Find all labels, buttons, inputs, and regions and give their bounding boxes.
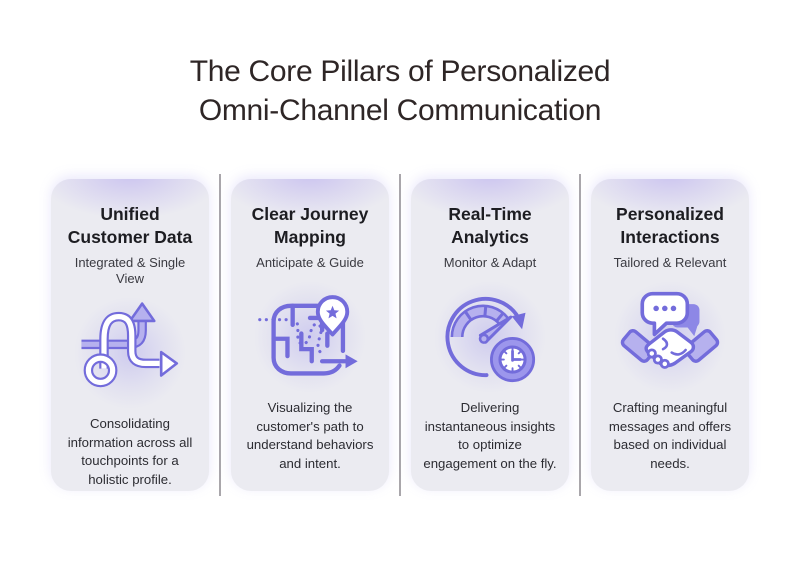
pillar-heading-line: Analytics — [451, 227, 529, 247]
pillar-icon-area — [434, 281, 546, 393]
pillar-cards-row: Unified Customer Data Integrated & Singl… — [0, 174, 800, 496]
pillar-description: Visualizing the customer's path to under… — [246, 400, 374, 471]
page-title-line-1: The Core Pillars of Personalized — [189, 55, 611, 88]
pillar-heading-line: Customer Data — [67, 227, 193, 247]
pillar-subheading: Tailored & Relevant — [613, 255, 727, 270]
pillar-heading: Clear Journey Mapping — [241, 203, 379, 249]
pillar-heading-line: Clear Journey — [251, 204, 369, 224]
speedometer-clock-icon — [445, 296, 536, 383]
pillar-heading-line: Mapping — [274, 227, 346, 247]
pillar-card-real-time-analytics: Real-Time Analytics Monitor & Adapt — [411, 179, 569, 491]
pillar-heading-line: Real-Time — [448, 204, 532, 224]
page-title-line-2: Omni-Channel Communication — [198, 94, 602, 127]
pillar-heading-line: Unified — [100, 204, 160, 224]
pillar-card-clear-journey-mapping: Clear Journey Mapping Anticipate & Guide… — [231, 179, 389, 491]
journey-maze-icon — [258, 295, 358, 376]
tangled-arrows-icon — [81, 302, 179, 388]
vertical-divider — [399, 174, 401, 496]
pillar-icon-area — [614, 281, 726, 393]
pillar-subheading: Integrated & Single View — [74, 255, 186, 286]
pillar-description: Consolidating information across all tou… — [67, 416, 193, 487]
vertical-divider — [579, 174, 581, 496]
pillar-subheading: Monitor & Adapt — [443, 255, 537, 270]
pillar-description: Delivering instantaneous insights to opt… — [423, 400, 557, 471]
pillar-heading: Real-Time Analytics — [421, 203, 559, 249]
pillar-description: Crafting meaningful messages and offers … — [608, 400, 732, 471]
pillar-icon-area — [74, 297, 186, 409]
pillar-heading: Personalized Interactions — [601, 203, 739, 249]
pillar-subheading: Anticipate & Guide — [256, 255, 364, 270]
pillar-heading-line: Personalized — [616, 204, 724, 224]
vertical-divider — [219, 174, 221, 496]
pillar-card-unified-customer-data: Unified Customer Data Integrated & Singl… — [51, 179, 209, 491]
pillar-card-personalized-interactions: Personalized Interactions Tailored & Rel… — [591, 179, 749, 491]
page-title: The Core Pillars of Personalized Omni-Ch… — [0, 52, 800, 130]
handshake-chat-icon — [620, 291, 720, 369]
pillar-heading: Unified Customer Data — [61, 203, 199, 249]
pillar-heading-line: Interactions — [620, 227, 720, 247]
pillar-icon-area — [254, 281, 366, 393]
